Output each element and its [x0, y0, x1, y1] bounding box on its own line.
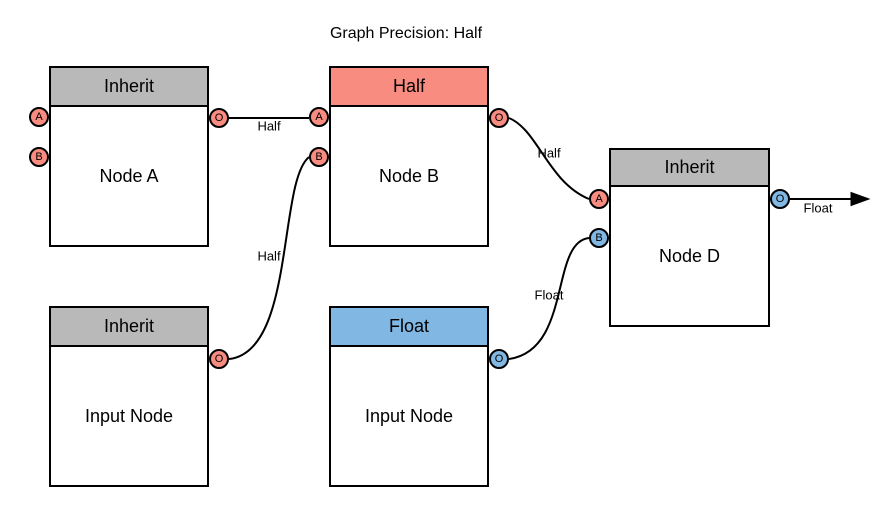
edge-label-inputleft-to-b: Half	[257, 248, 281, 264]
edge-label-b-to-d: Half	[537, 145, 561, 161]
node-b: Half Node B	[329, 66, 489, 247]
port-node-d-output-o: O	[770, 189, 790, 209]
edge-label-inputcenter-to-d: Float	[534, 287, 564, 303]
edge-label-d-output: Float	[803, 200, 833, 216]
port-node-b-input-b: B	[309, 147, 329, 167]
node-a: Inherit Node A	[49, 66, 209, 247]
node-d: Inherit Node D	[609, 148, 770, 327]
node-d-label: Node D	[658, 245, 721, 266]
edge-inputleft-to-b	[228, 156, 310, 360]
diagram-title: Graph Precision: Half	[329, 25, 483, 42]
node-a-header: Inherit	[51, 68, 207, 107]
port-node-a-output-o: O	[209, 108, 229, 128]
port-input-center-output-o: O	[489, 349, 509, 369]
port-node-b-input-a: A	[309, 107, 329, 127]
node-a-label: Node A	[99, 165, 159, 186]
port-node-a-input-a: A	[29, 107, 49, 127]
input-node-center: Float Input Node	[329, 306, 489, 487]
edge-b-to-d	[508, 117, 590, 200]
node-b-header: Half	[331, 68, 487, 107]
port-node-b-output-o: O	[489, 108, 509, 128]
input-node-left-header: Inherit	[51, 308, 207, 347]
output-arrowhead-icon	[850, 191, 871, 207]
edge-label-a-to-b: Half	[257, 118, 281, 134]
port-node-d-input-a: A	[589, 189, 609, 209]
port-node-d-input-b: B	[589, 228, 609, 248]
port-node-a-input-b: B	[29, 147, 49, 167]
input-node-left-label: Input Node	[84, 405, 174, 426]
node-d-header: Inherit	[611, 150, 768, 187]
input-node-center-header: Float	[331, 308, 487, 347]
input-node-center-label: Input Node	[364, 405, 454, 426]
edge-inputcenter-to-d	[508, 237, 590, 360]
port-input-left-output-o: O	[209, 349, 229, 369]
node-b-label: Node B	[378, 165, 440, 186]
input-node-left: Inherit Input Node	[49, 306, 209, 487]
